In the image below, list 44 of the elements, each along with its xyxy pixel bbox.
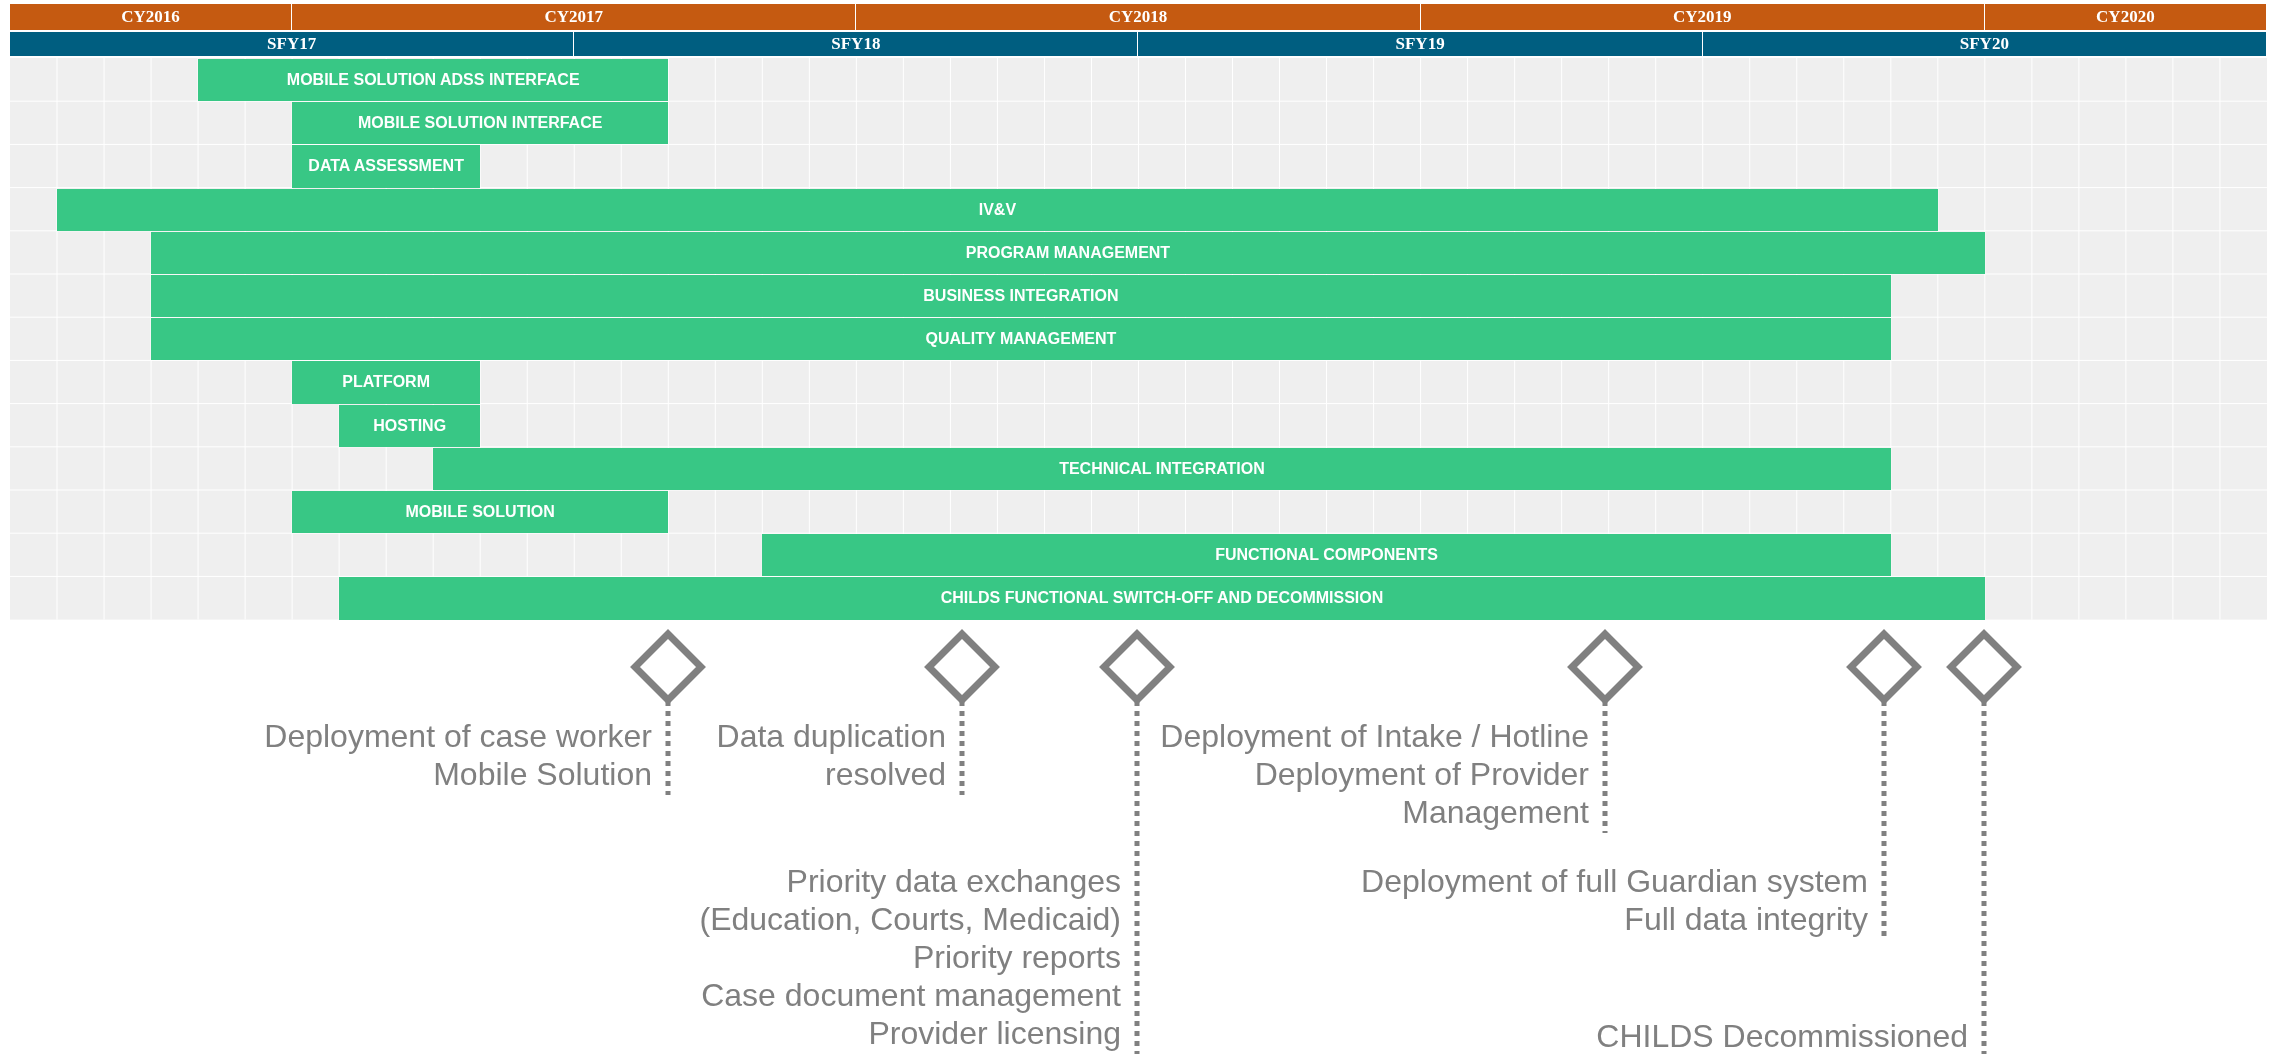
milestone-text: CHILDS Decommissioned (1368, 1017, 1968, 1054)
task-bar: QUALITY MANAGEMENT (151, 318, 1891, 361)
timeline-band: CY2019 (1420, 4, 1985, 30)
milestone-text: Provider licensing (867, 1014, 1121, 1052)
task-bar: CHILDS FUNCTIONAL SWITCH-OFF AND DECOMMISSION (339, 577, 1985, 620)
milestone-diamond (924, 629, 1000, 705)
task-bar: MOBILE SOLUTION (292, 491, 669, 534)
leader-line (1602, 701, 1608, 833)
timeline-band: SFY18 (574, 32, 1139, 56)
milestone-text: Deployment of case worker Mobile Solution (232, 717, 652, 793)
milestone-diamond (630, 629, 706, 705)
leader-line (959, 701, 965, 795)
milestone-text: Priority reports (911, 938, 1121, 976)
task-bar: MOBILE SOLUTION ADSS INTERFACE (198, 59, 669, 102)
timeline-band: SFY19 (1138, 32, 1703, 56)
milestone-text: Full data integrity (1623, 900, 1868, 938)
task-bar: DATA ASSESSMENT (292, 145, 481, 188)
milestone-diamond (1099, 629, 1175, 705)
leader-line (1981, 701, 1987, 1054)
timeline-band: SFY17 (10, 32, 575, 56)
timeline-band: CY2017 (292, 4, 857, 30)
timeline-band: CY2016 (10, 4, 293, 30)
leader-line (665, 701, 671, 795)
task-bar: IV&V (57, 188, 1938, 231)
milestone-text: Deployment of Intake / Hotline (1159, 717, 1589, 755)
milestone-text: Deployment of full Guardian system (1360, 862, 1868, 900)
milestone-text: Data duplication resolved (696, 717, 946, 793)
task-bar: TECHNICAL INTEGRATION (433, 447, 1891, 490)
milestone-diamond (1946, 629, 2022, 705)
leader-line (1134, 701, 1140, 1054)
task-bar: MOBILE SOLUTION INTERFACE (292, 102, 669, 145)
milestone-text: Deployment of Provider Management (1253, 755, 1589, 831)
task-bar: FUNCTIONAL COMPONENTS (762, 534, 1891, 577)
milestone-text: Case document management (700, 976, 1121, 1014)
task-bar: BUSINESS INTEGRATION (151, 275, 1891, 318)
task-bar: HOSTING (339, 404, 481, 447)
milestone-diamond (1846, 629, 1922, 705)
task-bar: PROGRAM MANAGEMENT (151, 231, 1985, 274)
milestone-diamond (1567, 629, 1643, 705)
timeline-band: CY2020 (1984, 4, 2267, 30)
timeline-band: SFY20 (1702, 32, 2267, 56)
timeline-band: CY2018 (856, 4, 1421, 30)
milestone-text: Priority data exchanges (Education, Courts, Medicaid) (698, 862, 1121, 938)
task-bar: PLATFORM (292, 361, 481, 404)
